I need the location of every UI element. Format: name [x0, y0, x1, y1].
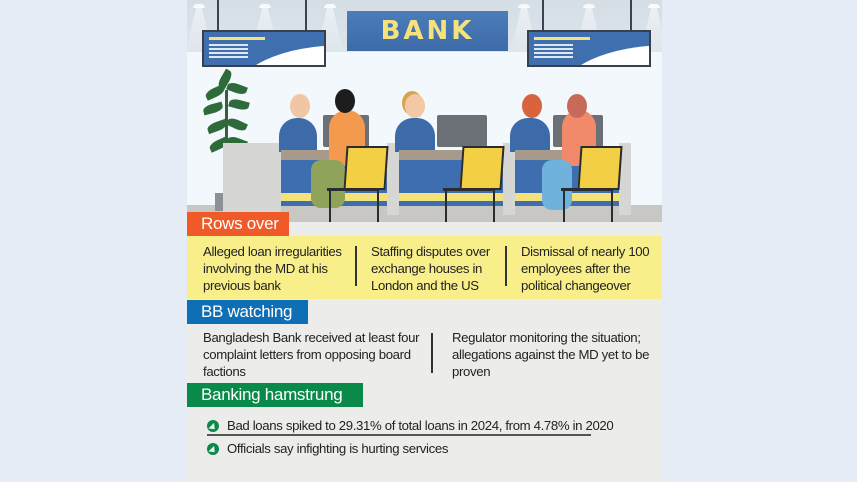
counter-wall	[223, 143, 281, 215]
teller-2	[395, 118, 435, 152]
infographic-card: BANK	[187, 0, 662, 482]
ceiling-light-icon	[193, 4, 205, 8]
chair	[343, 146, 389, 190]
bb-watching-heading: BB watching	[187, 300, 308, 324]
green-arrow-circle-icon	[207, 419, 219, 432]
hanging-sign-right	[527, 30, 651, 67]
rows-over-heading: Rows over	[187, 212, 289, 236]
rows-over-item-2: Staffing disputes over exchange houses i…	[371, 244, 490, 293]
hanging-sign-left	[202, 30, 326, 67]
ceiling-light-icon	[324, 4, 336, 8]
column-divider	[355, 246, 357, 286]
bank-sign: BANK	[347, 11, 508, 51]
column-divider	[505, 246, 507, 286]
ceiling-light-icon	[259, 4, 271, 8]
bank-sign-text: BANK	[380, 16, 475, 46]
ceiling-light-icon	[583, 4, 595, 8]
rows-over-band	[187, 236, 662, 299]
teller-3	[510, 118, 550, 152]
chair	[577, 146, 623, 190]
hamstrung-item-1: Bad loans spiked to 29.31% of total loan…	[207, 418, 614, 433]
rows-over-item-3: Dismissal of nearly 100 employees after …	[521, 244, 650, 293]
chair	[459, 146, 505, 190]
ceiling-light-icon	[518, 4, 530, 8]
teller-1	[279, 118, 317, 152]
item-underline	[207, 434, 591, 436]
hamstrung-item-2: Officials say infighting is hurting serv…	[207, 441, 448, 456]
green-arrow-circle-icon	[207, 442, 219, 455]
column-divider	[431, 333, 433, 373]
bank-counter-illustration: BANK	[187, 0, 662, 222]
bb-watching-item-2: Regulator monitoring the situation; alle…	[452, 330, 650, 379]
ceiling-light-icon	[648, 4, 660, 8]
bb-watching-item-1: Bangladesh Bank received at least four c…	[203, 330, 420, 379]
rows-over-item-1: Alleged loan irregularities involving th…	[203, 244, 342, 293]
banking-hamstrung-heading: Banking hamstrung	[187, 383, 363, 407]
